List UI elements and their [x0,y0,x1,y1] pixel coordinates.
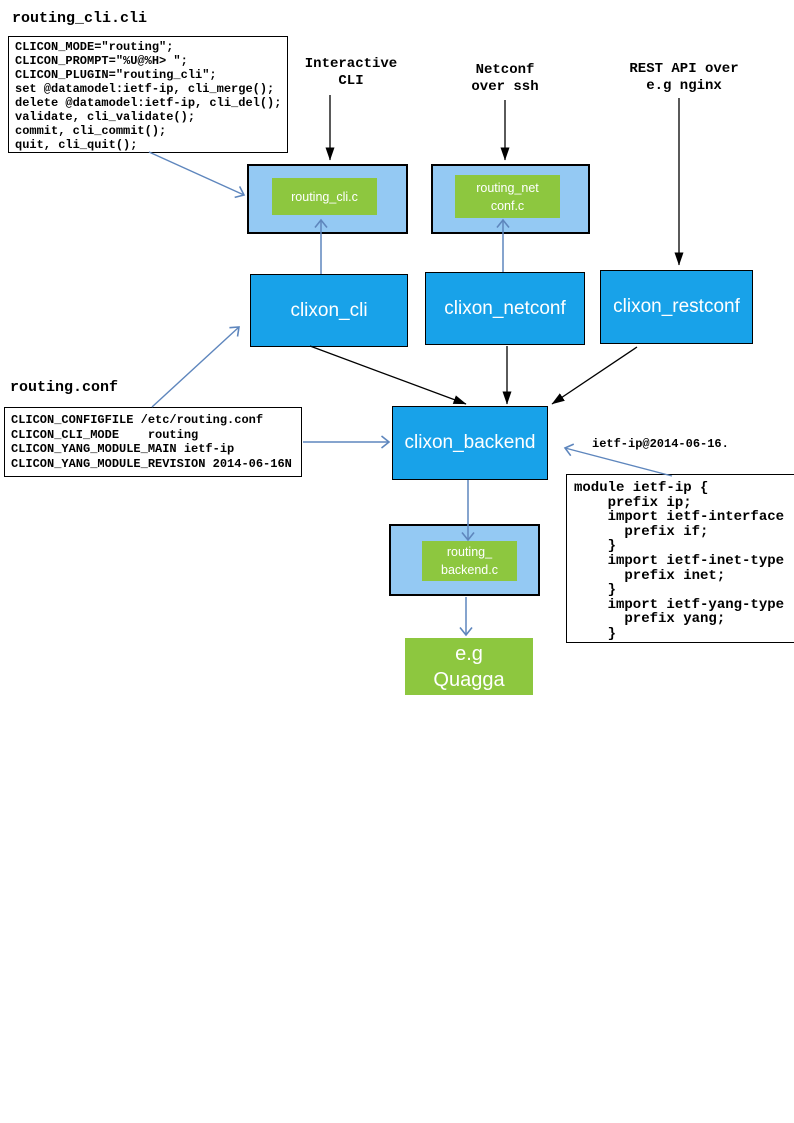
yang-module-box: module ietf-ip { prefix ip; import ietf-… [566,474,794,643]
arrow-clifile-to-routing-cli-c [148,151,246,199]
ietf-ip-revision-label: ietf-ip@2014-06-16. [592,437,729,451]
routing-backend-c-node: routing_ backend.c [422,541,517,581]
clixon-backend-node: clixon_backend [392,406,548,480]
arrow-conf-to-clixon-cli [151,326,240,408]
clixon-netconf-node: clixon_netconf [425,272,585,345]
quagga-node: e.g Quagga [405,638,533,695]
clixon-cli-node: clixon_cli [250,274,408,347]
arrow-yang-to-backend [563,443,673,477]
conf-file-title: routing.conf [10,379,119,396]
interactive-cli-label: Interactive CLI [304,56,398,89]
netconf-over-ssh-label: Netconf over ssh [471,62,539,95]
clixon-restconf-node: clixon_restconf [600,270,753,344]
cli-file-title: routing_cli.cli [12,10,148,27]
routing-conf-code-box: CLICON_CONFIGFILE /etc/routing.conf CLIC… [4,407,302,477]
arrow-cli-to-backend [309,345,467,405]
arrow-restconf-to-backend [551,346,638,405]
routing-cli-code-box: CLICON_MODE="routing"; CLICON_PROMPT="%U… [8,36,288,153]
routing-cli-c-node: routing_cli.c [272,178,377,215]
routing-netconf-c-node: routing_net conf.c [455,175,560,218]
rest-api-label: REST API over e.g nginx [629,61,739,94]
